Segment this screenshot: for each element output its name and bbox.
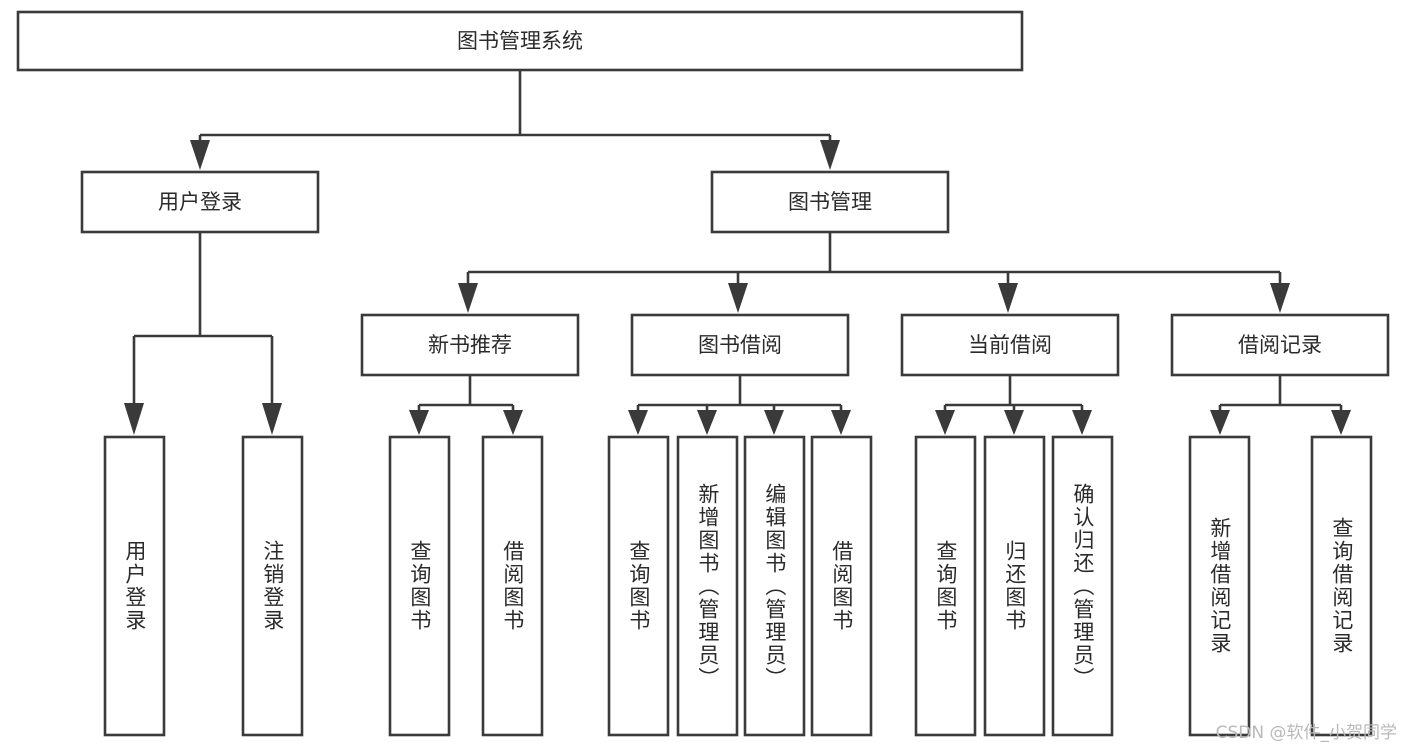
edge-group-borrow-record [1210, 375, 1351, 435]
arrow-head-borrow-record [1270, 283, 1290, 313]
node-book-manage-box[interactable] [710, 170, 950, 234]
node-new-book-rec-box[interactable] [360, 313, 580, 377]
arrow-head-user-login [190, 140, 210, 170]
arrow-head-leaf-return-book [1004, 410, 1024, 435]
leaf-borrow-book-rec-box[interactable] [481, 435, 544, 737]
node-user-login-label: 用户登录 [158, 190, 242, 214]
leaf-return-book-box[interactable] [983, 435, 1046, 737]
arrow-head-leaf-borrow-book [831, 410, 851, 435]
node-user-login[interactable]: 用户登录 [80, 170, 320, 234]
arrow-head-new-book-rec [458, 283, 478, 313]
leaf-confirm-return-box[interactable] [1051, 435, 1114, 737]
arrow-head-leaf-query-book [628, 410, 648, 435]
arrow-head-leaf-query-book-rec [409, 410, 429, 435]
arrow-head-leaf-query-borrow-rec [1331, 410, 1351, 435]
arrow-head-leaf-add-book-admin [697, 410, 717, 435]
edge-group-user-login [124, 232, 282, 435]
leaf-user-logout-box[interactable] [241, 435, 304, 737]
csdn-watermark: CSDN @软件_小贺同学 [1215, 723, 1397, 743]
edge-group-book-manage [458, 232, 1290, 313]
node-book-borrow[interactable]: 图书借阅 [630, 313, 850, 377]
node-borrow-record[interactable]: 借阅记录 [1170, 313, 1390, 377]
node-current-borrow-label: 当前借阅 [968, 333, 1052, 357]
arrow-head-leaf-edit-book-admin [764, 410, 784, 435]
leaf-user-login-box[interactable] [103, 435, 166, 737]
edge-group-current-borrow [935, 375, 1092, 435]
node-book-manage[interactable]: 图书管理 [710, 170, 950, 234]
arrow-head-leaf-confirm-return [1072, 410, 1092, 435]
arrow-head-book-borrow [728, 283, 748, 313]
node-user-login-box[interactable] [80, 170, 320, 234]
arrow-head-leaf-user-login [124, 403, 144, 435]
node-new-book-rec[interactable]: 新书推荐 [360, 313, 580, 377]
leaf-add-book-admin-box[interactable] [676, 435, 739, 737]
edge-group-new-book-rec [409, 375, 523, 435]
leaf-query-book-rec-box[interactable] [388, 435, 451, 737]
arrow-head-leaf-user-logout [262, 403, 282, 435]
node-borrow-record-box[interactable] [1170, 313, 1390, 377]
node-borrow-record-label: 借阅记录 [1238, 333, 1322, 357]
node-current-borrow-box[interactable] [900, 313, 1120, 377]
arrow-head-leaf-borrow-book-rec [503, 410, 523, 435]
leaf-query-book-cur-box[interactable] [914, 435, 977, 737]
arrow-head-leaf-add-borrow-record [1210, 410, 1230, 435]
leaf-add-borrow-record-box[interactable] [1188, 435, 1251, 737]
node-root-box[interactable] [16, 10, 1024, 72]
node-current-borrow[interactable]: 当前借阅 [900, 313, 1120, 377]
arrow-head-book-manage [820, 140, 840, 170]
leaf-boxes [103, 435, 1373, 737]
node-new-book-rec-label: 新书推荐 [428, 333, 512, 357]
node-book-borrow-box[interactable] [630, 313, 850, 377]
leaf-query-book-box[interactable] [607, 435, 670, 737]
leaf-query-borrow-rec-box[interactable] [1310, 435, 1373, 737]
arrow-head-current-borrow [998, 283, 1018, 313]
leaf-edit-book-admin-box[interactable] [743, 435, 806, 737]
edge-group-root [190, 70, 840, 170]
node-root-label: 图书管理系统 [457, 29, 583, 53]
node-book-manage-label: 图书管理 [788, 190, 872, 214]
node-root[interactable]: 图书管理系统 [16, 10, 1024, 72]
node-book-borrow-label: 图书借阅 [698, 333, 782, 357]
leaf-borrow-book-box[interactable] [810, 435, 873, 737]
arrow-head-leaf-query-book-cur [935, 410, 955, 435]
edge-group-book-borrow [628, 375, 851, 435]
